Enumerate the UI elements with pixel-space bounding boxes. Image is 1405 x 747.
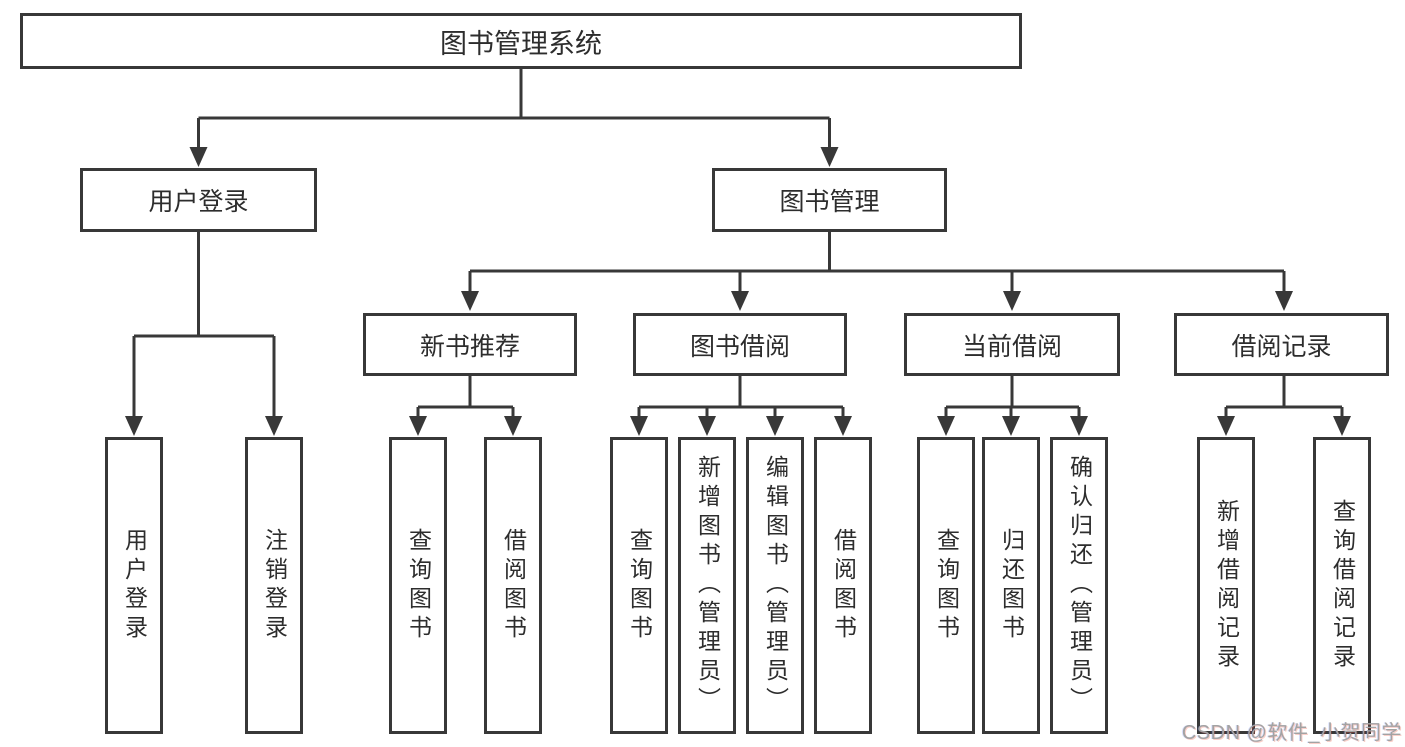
leaf-add-book-admin-label: 新增图书（管理员） xyxy=(694,455,721,716)
leaf-user-login-label: 用户登录 xyxy=(121,527,148,644)
leaf-edit-book-admin-label: 编辑图书（管理员） xyxy=(762,455,789,716)
leaf-query-books-recommend: 查询图书 xyxy=(389,437,447,734)
leaf-confirm-return-admin: 确认归还（管理员） xyxy=(1050,437,1108,734)
leaf-logout-label: 注销登录 xyxy=(261,527,288,644)
leaf-confirm-return-admin-label: 确认归还（管理员） xyxy=(1066,455,1093,716)
leaf-query-borrow-record-label: 查询借阅记录 xyxy=(1329,498,1356,673)
leaf-borrow-books: 借阅图书 xyxy=(814,437,872,734)
leaf-add-borrow-record-label: 新增借阅记录 xyxy=(1213,498,1240,673)
leaf-user-login: 用户登录 xyxy=(105,437,163,734)
node-library-system-label: 图书管理系统 xyxy=(440,28,602,59)
node-book-management-label: 图书管理 xyxy=(779,188,880,216)
leaf-query-books-recommend-label: 查询图书 xyxy=(405,527,432,644)
leaf-return-books-label: 归还图书 xyxy=(998,527,1025,644)
leaf-add-borrow-record: 新增借阅记录 xyxy=(1197,437,1255,734)
leaf-query-books-current: 查询图书 xyxy=(917,437,975,734)
node-user-login-label: 用户登录 xyxy=(148,188,249,216)
leaf-logout: 注销登录 xyxy=(245,437,303,734)
node-book-borrowing: 图书借阅 xyxy=(633,313,847,376)
leaf-add-book-admin: 新增图书（管理员） xyxy=(678,437,736,734)
node-new-book-recommend-label: 新书推荐 xyxy=(419,332,520,361)
node-user-login: 用户登录 xyxy=(80,168,317,232)
node-book-management: 图书管理 xyxy=(712,168,947,232)
node-book-borrowing-label: 图书借阅 xyxy=(689,332,790,361)
node-new-book-recommend: 新书推荐 xyxy=(363,313,577,376)
leaf-query-books-current-label: 查询图书 xyxy=(933,527,960,644)
leaf-query-books-borrowing: 查询图书 xyxy=(610,437,668,734)
node-current-borrowing: 当前借阅 xyxy=(904,313,1120,376)
leaf-edit-book-admin: 编辑图书（管理员） xyxy=(746,437,804,734)
node-library-system: 图书管理系统 xyxy=(20,13,1022,69)
leaf-borrow-books-label: 借阅图书 xyxy=(830,527,857,644)
node-borrowing-records: 借阅记录 xyxy=(1174,313,1389,376)
csdn-watermark: CSDN @软件_小贺同学 xyxy=(1181,722,1402,744)
leaf-return-books: 归还图书 xyxy=(982,437,1040,734)
leaf-query-books-borrowing-label: 查询图书 xyxy=(626,527,653,644)
node-borrowing-records-label: 借阅记录 xyxy=(1231,332,1332,361)
leaf-query-borrow-record: 查询借阅记录 xyxy=(1313,437,1371,734)
node-current-borrowing-label: 当前借阅 xyxy=(961,332,1062,361)
leaf-borrow-books-recommend: 借阅图书 xyxy=(484,437,542,734)
leaf-borrow-books-recommend-label: 借阅图书 xyxy=(500,527,527,644)
